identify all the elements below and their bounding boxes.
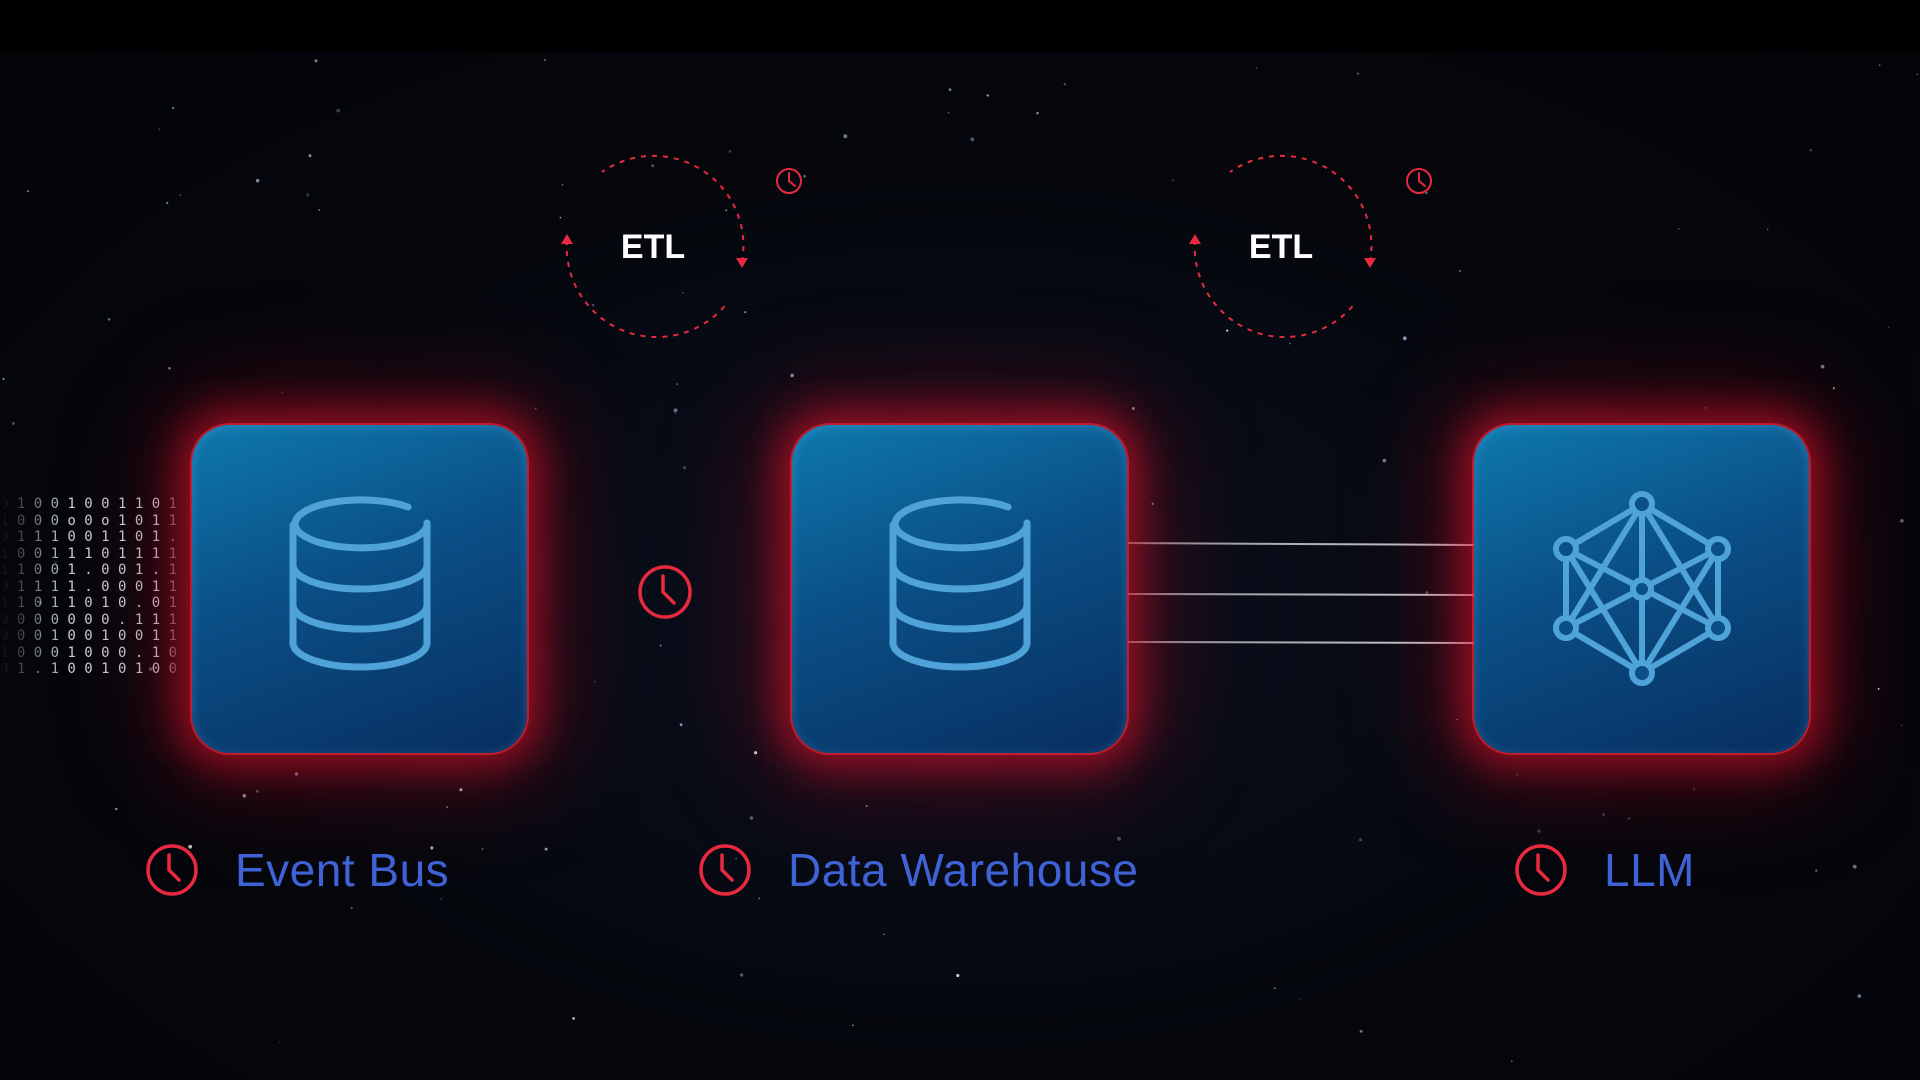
small-clock-icon-2 — [1407, 169, 1431, 193]
clock-icon — [1514, 843, 1568, 897]
clock-icon — [698, 843, 752, 897]
etl-arrow-up-2 — [1189, 234, 1201, 244]
small-clock-icon-1 — [777, 169, 801, 193]
etl-arrow-up-1 — [561, 234, 573, 244]
etl-arrow-down-2 — [1364, 258, 1376, 268]
etl-label-1: ETL — [593, 228, 713, 267]
etl-arrow-down-1 — [736, 258, 748, 268]
label-data-warehouse: Data Warehouse — [698, 838, 1138, 902]
node-label-text: Event Bus — [235, 843, 449, 897]
etl-label-2: ETL — [1221, 228, 1341, 267]
label-llm: LLM — [1514, 838, 1695, 902]
node-label-text: Data Warehouse — [788, 843, 1138, 897]
label-event-bus: Event Bus — [145, 838, 449, 902]
clock-icon — [145, 843, 199, 897]
node-label-text: LLM — [1604, 843, 1695, 897]
transfer-clock-icon — [640, 567, 690, 617]
